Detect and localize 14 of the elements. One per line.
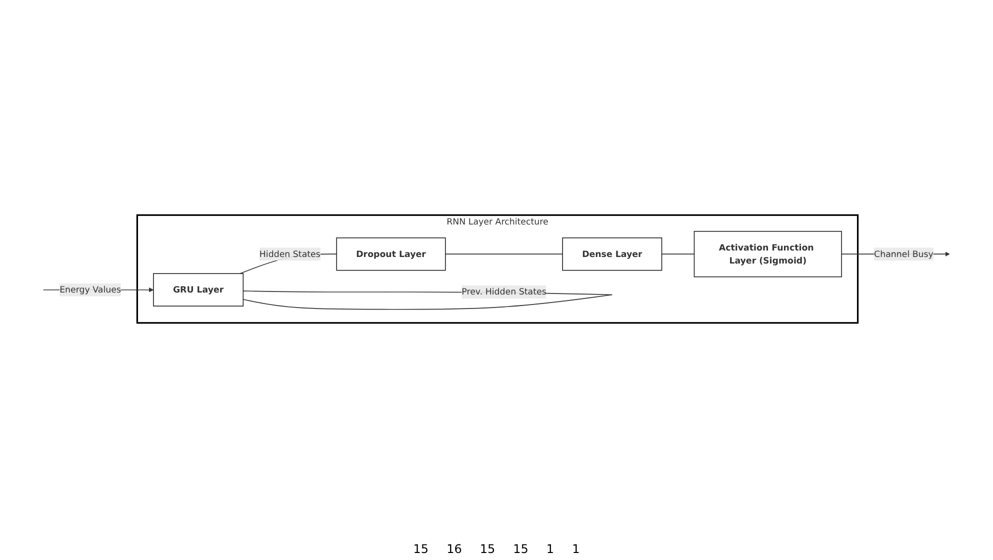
- edge-label: Energy Values: [60, 284, 121, 295]
- dimension-number: 1: [546, 542, 554, 556]
- edge-label: Prev. Hidden States: [462, 286, 546, 297]
- edge-label: Channel Busy: [874, 248, 934, 259]
- dimension-number: 16: [446, 542, 462, 556]
- node-box: Dropout Layer: [336, 237, 446, 271]
- dimension-number: 15: [413, 542, 429, 556]
- dimension-number: 1: [572, 542, 580, 556]
- edge-label: Hidden States: [259, 248, 320, 259]
- dimension-number: 15: [513, 542, 528, 556]
- node-box: Activation Function Layer (Sigmoid): [694, 230, 842, 278]
- node-box: Dense Layer: [562, 237, 662, 271]
- node-box: GRU Layer: [153, 273, 244, 306]
- dimension-number: 15: [480, 542, 496, 556]
